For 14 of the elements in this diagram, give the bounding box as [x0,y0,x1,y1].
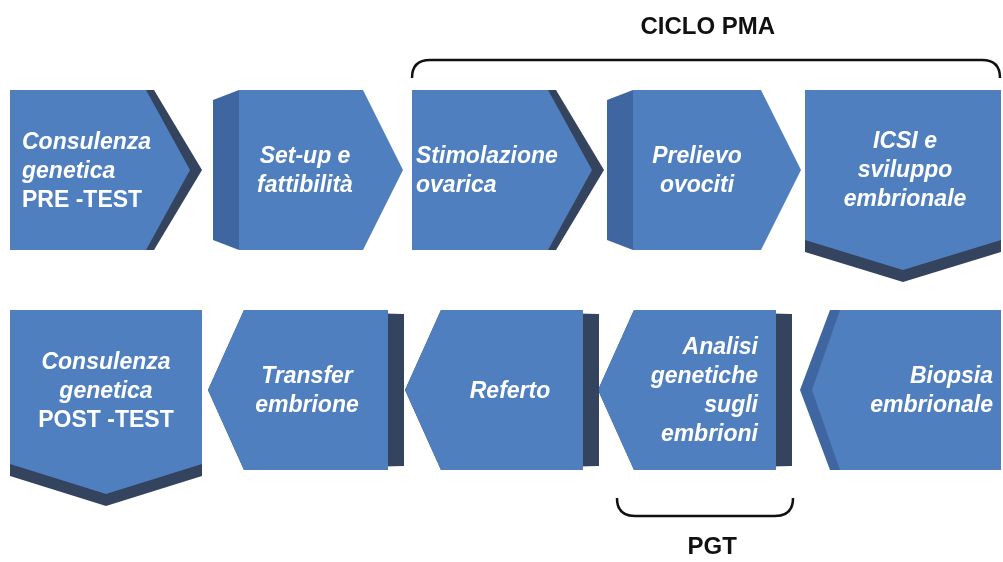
step-label: Analisi genetiche sugli embrioni [649,332,758,448]
step-label: POST -TEST [37,404,175,434]
step-label: Biopsia embrionale [869,361,993,419]
step-label: Transfer embrione [254,361,360,419]
step-label: ICSI e sviluppo embrionale [842,125,968,213]
bracket-label: PGT [687,532,737,560]
step-label: Set-up e fattibilità [256,141,354,199]
step-label: Prelievo ovociti [651,141,743,199]
step-label: Consulenza genetica [40,346,172,405]
step-label: Stimolazione ovarica [416,141,559,199]
step-label: PRE -TEST [22,184,144,214]
bracket-label: CICLO PMA [640,12,776,40]
step-label: Referto [468,375,552,405]
step-label: Consulenza genetica [22,126,153,185]
